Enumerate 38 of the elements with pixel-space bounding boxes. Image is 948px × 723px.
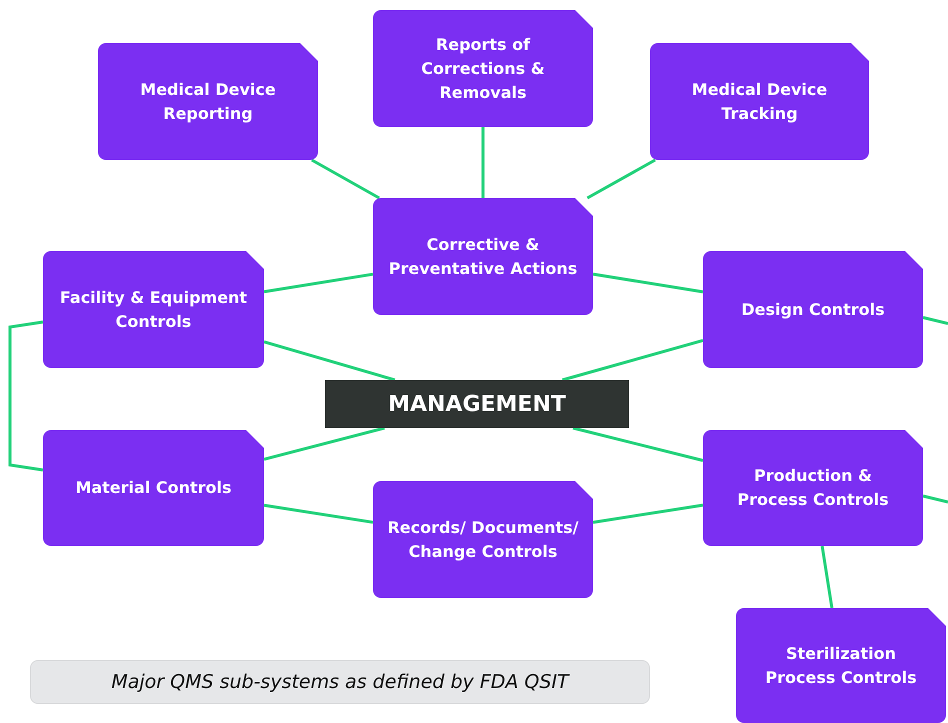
box-text: MANAGEMENT (388, 390, 566, 418)
connector-line (8, 320, 44, 472)
connector-line (264, 272, 374, 294)
caption: Major QMS sub-systems as defined by FDA QSIT (30, 660, 650, 704)
subsystem-box (98, 43, 318, 160)
box-text: Medical Device Reporting (139, 78, 277, 124)
connector-line (264, 426, 385, 461)
subsystem-box (650, 43, 869, 160)
connector-line (820, 546, 834, 608)
connector-line (264, 340, 396, 382)
subsystem-box (703, 251, 923, 368)
box-text: Material Controls (75, 477, 232, 499)
connector-line (562, 339, 704, 382)
connector-line (264, 504, 374, 524)
box-text: Facility & Equipment Controls (58, 286, 248, 332)
connector-line (922, 494, 948, 504)
subsystem-box (373, 481, 593, 598)
box-text: Medical Device Tracking (690, 78, 828, 124)
connector-line (586, 158, 656, 200)
connector-line (592, 272, 704, 294)
subsystem-box (736, 608, 946, 723)
center-label-box (325, 380, 629, 428)
connector-line (311, 158, 380, 200)
box-text: Reports of Corrections & Removals (420, 34, 546, 104)
box-text: Production & Process Controls (736, 465, 890, 511)
subsystem-box (43, 251, 264, 368)
subsystem-box (703, 430, 923, 546)
box-text: Corrective & Preventative Actions (388, 234, 578, 280)
subsystem-box (373, 10, 593, 127)
box-text: Design Controls (741, 298, 885, 320)
box-text: Records/ Documents/ Change Controls (387, 516, 579, 562)
connector-line (922, 316, 948, 325)
connector-line (482, 127, 484, 198)
subsystem-box (43, 430, 264, 546)
subsystem-box (373, 198, 593, 315)
connector-line (592, 504, 704, 524)
box-text: Sterilization Process Controls (764, 642, 918, 688)
connector-line (572, 426, 704, 462)
